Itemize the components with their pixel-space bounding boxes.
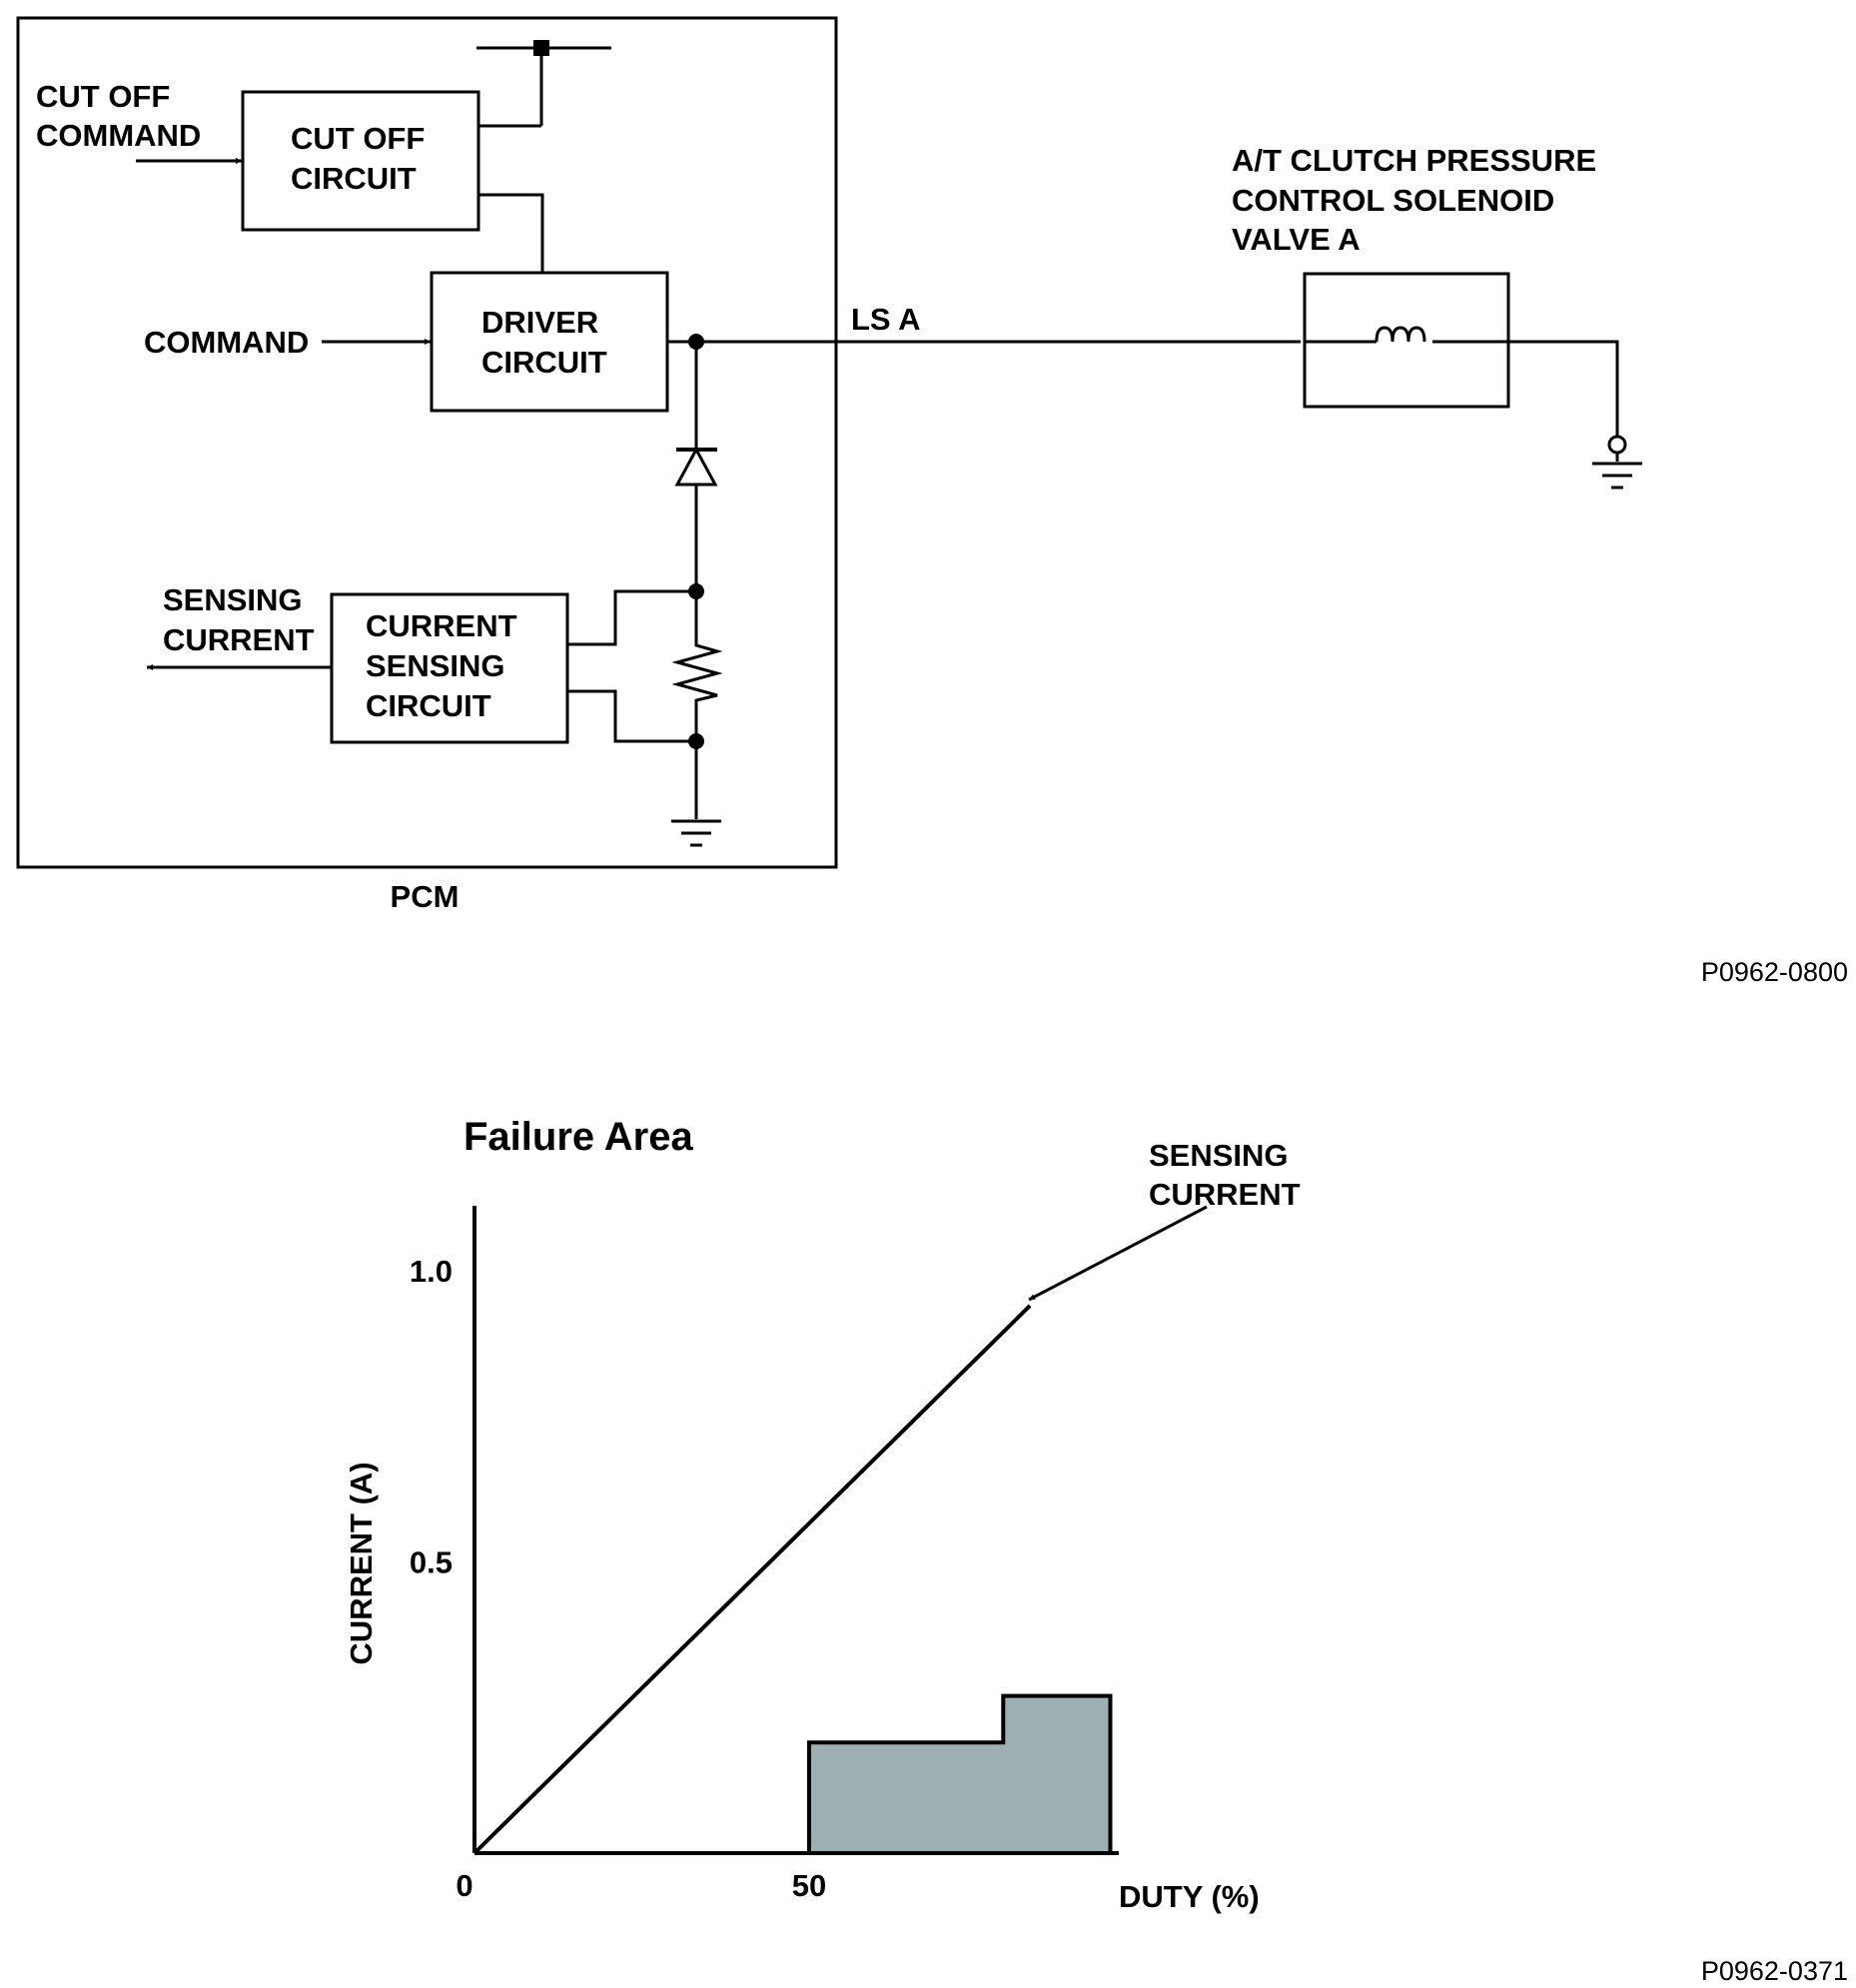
pcm-label: PCM <box>391 879 460 914</box>
x-tick-label: 50 <box>792 1868 826 1903</box>
command-label: COMMAND <box>144 325 309 360</box>
cutoff-command-label: CUT OFF COMMAND <box>36 79 201 153</box>
ground-terminal-icon <box>1607 435 1627 455</box>
driver-circuit-box <box>430 271 669 413</box>
pcm-ground-icon <box>671 819 721 847</box>
current-sensing-circuit-label: CURRENT SENSING CIRCUIT <box>366 608 525 723</box>
sensing-current-line <box>472 1304 1032 1855</box>
sense-lower-wire <box>567 689 696 743</box>
solenoid-output-wire <box>1432 340 1619 438</box>
y-tick-label: 0.5 <box>410 1545 453 1580</box>
failure-area-chart: Failure Area CURRENT (A) DUTY (%) 0 50 0.5… <box>344 1115 1848 1986</box>
ls-a-label: LS A <box>851 302 920 337</box>
axis-ticks: 0 50 0.5 1.0 <box>410 1254 826 1903</box>
x-axis-label: DUTY (%) <box>1119 1879 1260 1914</box>
circuit-figure-ref: P0962-0800 <box>1701 957 1848 987</box>
coil-icon <box>1375 326 1426 343</box>
x-tick-label: 0 <box>456 1868 472 1903</box>
solenoid-ground-icon <box>1592 453 1642 490</box>
sensing-current-output-label: SENSING CURRENT <box>163 582 315 657</box>
solenoid-valve-label: A/T CLUTCH PRESSURE CONTROL SOLENOID VAL… <box>1232 143 1605 257</box>
cutoff-circuit-label: CUT OFF CIRCUIT <box>291 121 434 196</box>
cutoff-circuit-box <box>241 90 480 232</box>
sense-upper-wire <box>567 589 696 646</box>
circuit-diagram: PCM CUT OFF COMMAND CUT OFF CIRCUIT COMM… <box>16 16 1848 987</box>
sensing-current-annotation: SENSING CURRENT <box>1149 1138 1301 1212</box>
resistor-icon <box>671 591 723 741</box>
chart-figure-ref: P0962-0371 <box>1701 1956 1848 1986</box>
driver-circuit-label: DRIVER CIRCUIT <box>481 305 607 380</box>
cutoff-to-driver-wire <box>478 193 544 273</box>
current-sensing-circuit-box <box>330 592 569 744</box>
y-axis-label: CURRENT (A) <box>344 1462 379 1664</box>
y-tick-label: 1.0 <box>410 1254 453 1289</box>
sensing-current-annotation-arrow <box>1028 1205 1208 1302</box>
failure-area-region <box>807 1693 1113 1855</box>
chart-title: Failure Area <box>464 1115 693 1159</box>
